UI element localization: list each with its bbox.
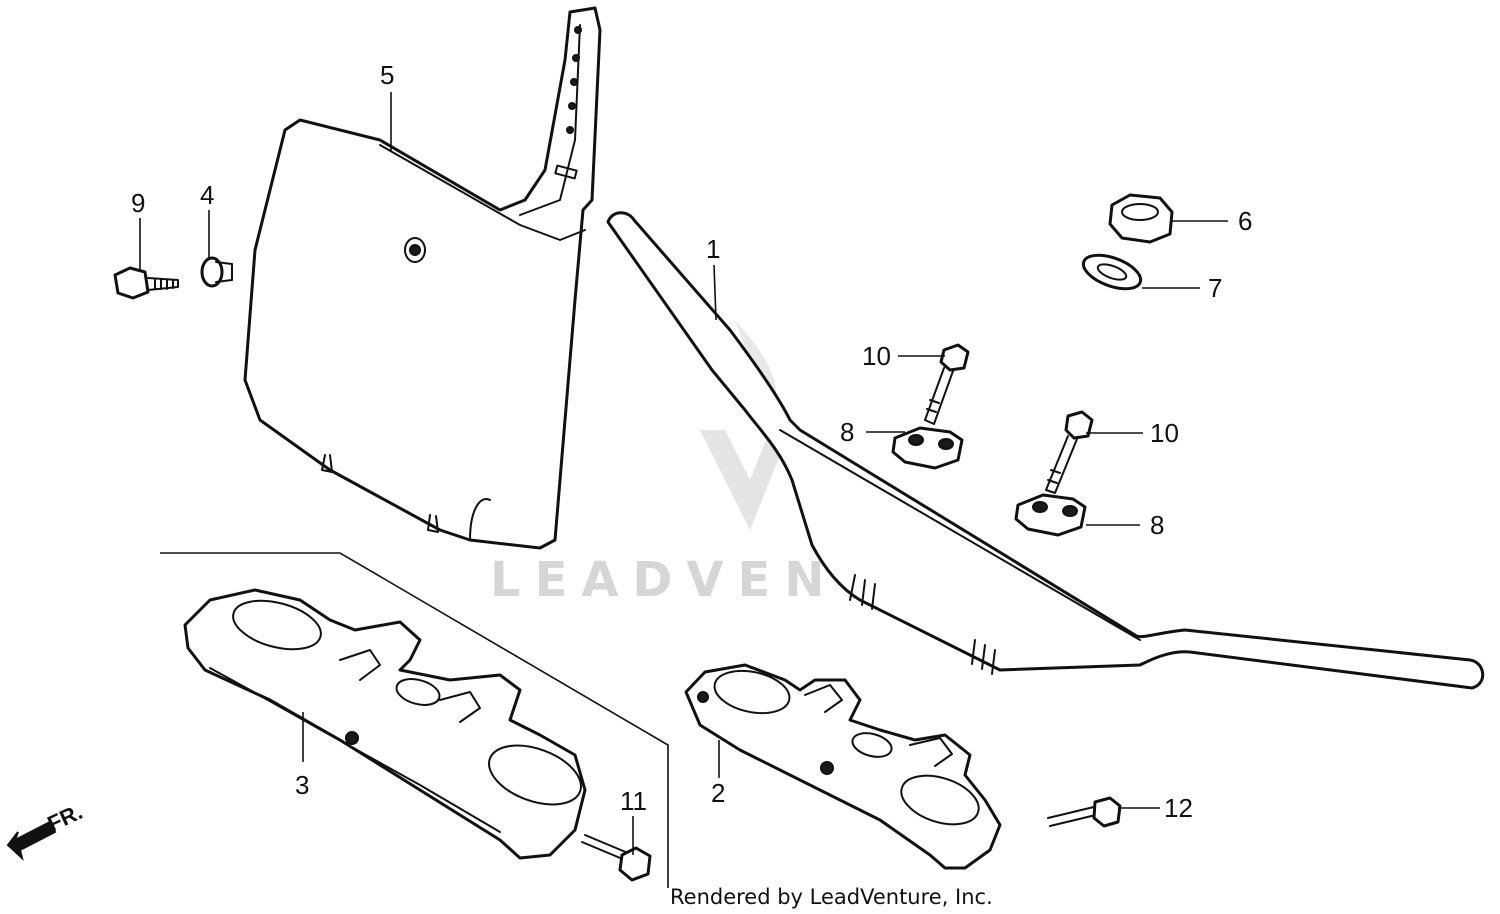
callout-5: 5	[380, 60, 394, 90]
callout-2: 2	[711, 778, 725, 808]
bolt-10-lower	[1045, 410, 1094, 494]
callout-10-lower: 10	[1150, 418, 1179, 448]
front-direction-indicator: FR.	[6, 799, 86, 862]
callout-4: 4	[200, 180, 214, 210]
callout-7: 7	[1208, 273, 1222, 303]
callout-8-upper: 8	[840, 417, 854, 447]
group-frame-line	[160, 552, 669, 888]
handlebar	[606, 211, 1485, 690]
callout-10-upper: 10	[862, 341, 891, 371]
render-credit: Rendered by LeadVenture, Inc.	[670, 885, 993, 909]
callout-8-lower: 8	[1150, 510, 1164, 540]
callout-6: 6	[1238, 206, 1252, 236]
bolt-12	[1047, 796, 1122, 828]
number-plate	[243, 6, 602, 550]
bolt-9	[113, 266, 179, 300]
grommet-4	[200, 256, 233, 288]
top-triple-clamp	[183, 588, 587, 860]
callout-3: 3	[295, 770, 309, 800]
bolt-10-upper	[924, 343, 970, 425]
callout-11: 11	[620, 786, 647, 816]
bottom-triple-clamp	[684, 663, 1002, 870]
callout-9: 9	[131, 188, 145, 218]
clamp-8-lower	[1014, 493, 1087, 537]
nut-6	[1108, 193, 1174, 244]
callout-1: 1	[706, 234, 720, 264]
front-arrow-icon	[6, 820, 57, 862]
callout-12: 12	[1164, 793, 1193, 823]
leader-lines	[139, 92, 1228, 855]
bolt-11	[581, 834, 652, 882]
clamp-8-upper	[891, 426, 964, 470]
washer-7	[1081, 253, 1143, 291]
